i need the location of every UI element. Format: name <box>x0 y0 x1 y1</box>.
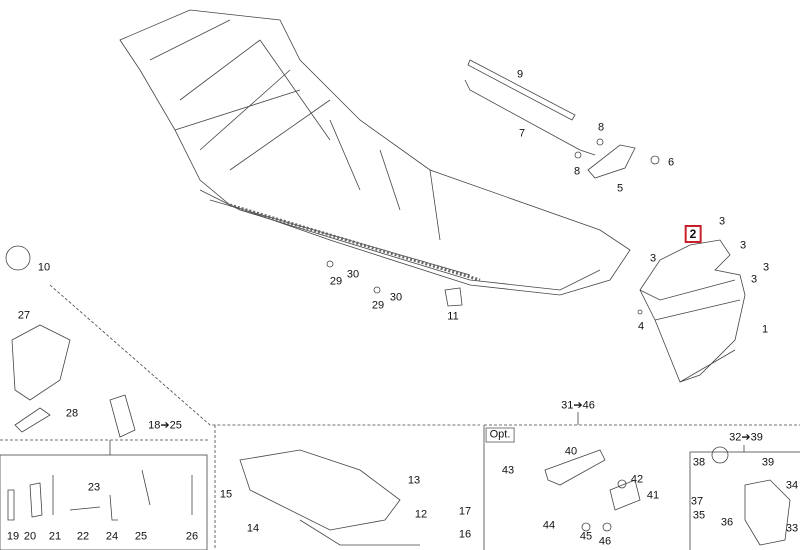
callout-10[interactable]: 10 <box>37 261 51 274</box>
part-5-taillight <box>587 144 636 179</box>
callout-23[interactable]: 23 <box>87 481 101 494</box>
callout-2-highlighted[interactable]: 2 <box>684 225 702 243</box>
snowmobile-outline <box>239 449 420 546</box>
callout-3[interactable]: 3 <box>649 252 657 265</box>
callout-3[interactable]: 3 <box>750 273 758 286</box>
callout-19[interactable]: 19 <box>6 530 20 543</box>
callout-28[interactable]: 28 <box>65 407 79 420</box>
callout-30[interactable]: 30 <box>346 268 360 281</box>
callout-44[interactable]: 44 <box>542 519 556 532</box>
part-41-plate <box>609 479 641 511</box>
callout-13[interactable]: 13 <box>407 474 421 487</box>
callout-3[interactable]: 3 <box>718 215 726 228</box>
part-18-oil-bottle <box>109 394 136 438</box>
callout-29[interactable]: 29 <box>371 299 385 312</box>
callout-12[interactable]: 12 <box>414 508 428 521</box>
part-40-bracket <box>544 449 606 486</box>
callout-6[interactable]: 6 <box>667 156 675 169</box>
callout-45[interactable]: 45 <box>579 530 593 543</box>
callout-3[interactable]: 3 <box>739 239 747 252</box>
callout-22[interactable]: 22 <box>76 530 90 543</box>
callout-14[interactable]: 14 <box>246 522 260 535</box>
callout-25[interactable]: 25 <box>134 530 148 543</box>
callout-41[interactable]: 41 <box>646 489 660 502</box>
callout-16[interactable]: 16 <box>458 528 472 541</box>
callout-24[interactable]: 24 <box>105 530 119 543</box>
callout-27[interactable]: 27 <box>17 309 31 322</box>
callout-36[interactable]: 36 <box>720 516 734 529</box>
part-1-snowflap <box>639 239 746 383</box>
callout-7[interactable]: 7 <box>518 127 526 140</box>
callout-8[interactable]: 8 <box>597 121 605 134</box>
callout-37[interactable]: 37 <box>690 495 704 508</box>
part-9-strip <box>467 59 576 121</box>
callout-42[interactable]: 42 <box>630 473 644 486</box>
callout-34[interactable]: 34 <box>785 479 799 492</box>
callout-40[interactable]: 40 <box>564 445 578 458</box>
part-7-harness <box>464 79 596 156</box>
callout-43[interactable]: 43 <box>501 464 515 477</box>
chassis-frame <box>119 9 631 296</box>
callout-9[interactable]: 9 <box>516 68 524 81</box>
callout-17[interactable]: 17 <box>458 505 472 518</box>
callout-29[interactable]: 29 <box>329 275 343 288</box>
optional-label: Opt. <box>485 427 515 443</box>
callout-33[interactable]: 33 <box>785 522 799 535</box>
part-27-cover <box>11 324 71 401</box>
callout-31-46[interactable]: 31➔46 <box>561 399 595 412</box>
callout-30[interactable]: 30 <box>389 291 403 304</box>
callout-5[interactable]: 5 <box>616 182 624 195</box>
callout-15[interactable]: 15 <box>219 488 233 501</box>
callout-38[interactable]: 38 <box>692 456 706 469</box>
callout-8[interactable]: 8 <box>573 165 581 178</box>
callout-21[interactable]: 21 <box>48 530 62 543</box>
callout-18-25[interactable]: 18➔25 <box>148 419 182 432</box>
callout-20[interactable]: 20 <box>23 530 37 543</box>
part-28-strap <box>14 407 51 433</box>
callout-4[interactable]: 4 <box>637 320 645 333</box>
part-33-assembly <box>744 479 791 546</box>
callout-11[interactable]: 11 <box>447 310 459 323</box>
callout-35[interactable]: 35 <box>692 509 706 522</box>
callout-39[interactable]: 39 <box>761 456 775 469</box>
callout-3[interactable]: 3 <box>762 261 770 274</box>
callout-46[interactable]: 46 <box>598 535 612 548</box>
callout-1[interactable]: 1 <box>761 323 769 336</box>
part-11-bracket <box>444 287 463 307</box>
part-10-mirror <box>5 245 31 271</box>
callout-32-39[interactable]: 32➔39 <box>729 431 763 444</box>
callout-26[interactable]: 26 <box>185 530 199 543</box>
